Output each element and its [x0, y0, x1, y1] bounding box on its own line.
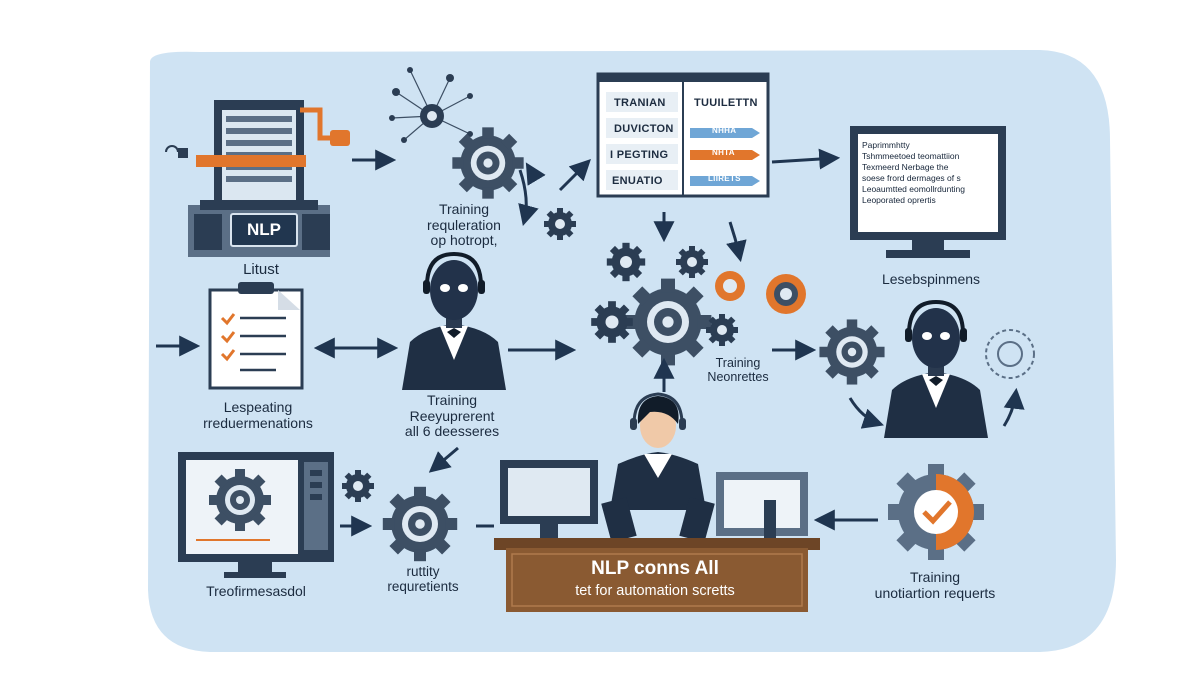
- table-left-3: I PEGTING: [610, 149, 669, 161]
- checklist-label: Lespeating rreduermenations: [203, 399, 313, 431]
- target-gear-icon: [985, 329, 1035, 379]
- old-screen-label: Treofirmesasdol: [206, 583, 306, 599]
- neural-network-icon: [389, 67, 473, 143]
- table-left-1: TRANIAN: [614, 97, 666, 109]
- table-right-4: LIIRETS: [708, 174, 741, 183]
- monitor-screen-text: Paprimmhtty Tshmmeetoed teomattiion Texm…: [862, 140, 966, 205]
- table-right-2: NHHA: [712, 126, 737, 135]
- gear-cluster-center: [591, 242, 806, 366]
- checklist-icon: [208, 282, 304, 390]
- nlp-badge: NLP: [230, 213, 298, 247]
- old-computer-icon: [178, 452, 334, 578]
- monitor-icon: [850, 126, 1006, 258]
- gear-icon-top: [452, 127, 524, 199]
- mapping-table: [596, 72, 770, 198]
- agent-center-label: Training Reeyuprerent all 6 deesseres: [404, 392, 500, 440]
- gear-cluster-top-label: Training requleration op hotropt,: [427, 201, 501, 249]
- nlp-server-icon: [165, 100, 350, 257]
- gear-center-label: Training Neonrettes: [707, 356, 769, 384]
- table-right-3: NHTA: [712, 148, 735, 157]
- gear-bottom-label: ruttity requretients: [387, 564, 459, 595]
- server-label: Litust: [243, 261, 279, 278]
- table-right-1: TUUILETTN: [694, 97, 758, 109]
- gear-icon-bottom: [382, 486, 458, 562]
- desk-operator-scene: [494, 392, 820, 612]
- check-gear-label: Training unotiartion requerts: [874, 569, 996, 601]
- gear-icon-right: [819, 319, 885, 385]
- table-left-4: ENUATIO: [612, 175, 663, 187]
- table-left-2: DUVICTON: [614, 123, 674, 135]
- check-gear-icon: [888, 464, 984, 560]
- gear-icon-small-bottom: [342, 470, 374, 502]
- gear-icon-small-top: [544, 208, 576, 240]
- monitor-label: Lesebspinmens: [881, 271, 981, 287]
- desk-text: NLP conns All tet for automation scretts: [575, 558, 735, 599]
- flow-arrows: [156, 148, 1025, 537]
